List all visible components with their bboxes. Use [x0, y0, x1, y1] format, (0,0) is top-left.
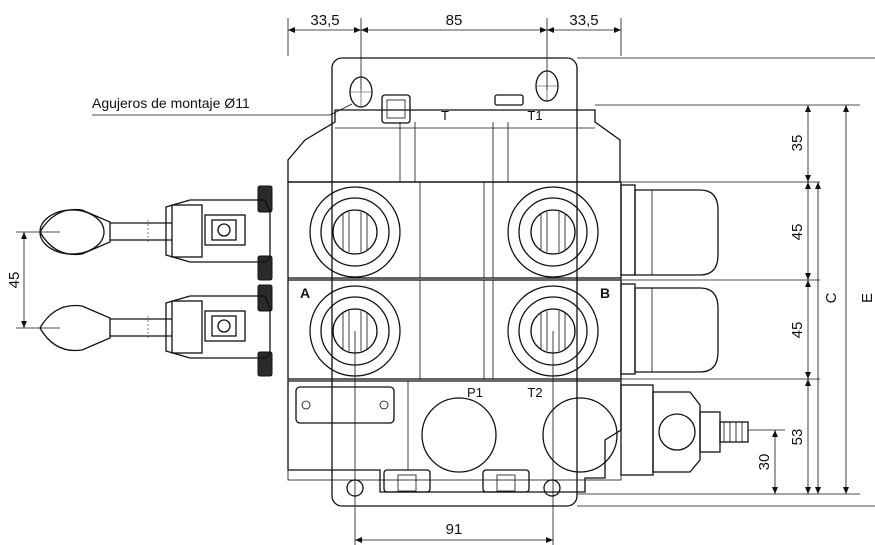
port-upper-left: [309, 186, 401, 278]
dim-top-right: 33,5: [569, 12, 598, 29]
right-dimensions: 35 45 45 53 30 C E: [577, 57, 875, 507]
port-label-T: T: [441, 108, 449, 123]
dim-right-E: E: [859, 293, 875, 303]
bottom-dimension: 91: [354, 331, 554, 545]
lever-upper: [39, 185, 273, 281]
dim-bottom: 91: [446, 521, 463, 538]
port-label-P1: P1: [467, 385, 483, 400]
dim-top-left: 33,5: [310, 12, 339, 29]
dim-right-45-upper: 45: [789, 224, 806, 241]
relief-valve: [620, 384, 749, 476]
mounting-holes-label: Agujeros de montaje Ø11: [92, 95, 250, 111]
mounting-holes-callout: Agujeros de montaje Ø11: [92, 95, 353, 116]
port-label-A: A: [300, 285, 310, 301]
port-label-T1: T1: [527, 108, 542, 123]
dim-right-45-lower: 45: [789, 322, 806, 339]
dim-right-C: C: [823, 292, 840, 303]
valve-body: T T1 A B: [287, 108, 622, 493]
port-upper-right: [507, 186, 599, 278]
dim-left-spacing: 45: [6, 272, 23, 289]
dim-top-mid: 85: [446, 12, 463, 29]
spool-caps-right: [620, 184, 719, 375]
top-dimensions: 33,5 85 33,5: [287, 12, 622, 90]
left-dimension: 45: [6, 231, 60, 329]
mounting-plate: [287, 57, 622, 507]
port-label-T2: T2: [527, 385, 542, 400]
dim-right-53: 53: [789, 429, 806, 446]
dim-right-35: 35: [789, 135, 806, 152]
lever-lower: [39, 284, 273, 377]
port-label-B: B: [600, 285, 610, 301]
dim-right-30: 30: [756, 454, 773, 471]
